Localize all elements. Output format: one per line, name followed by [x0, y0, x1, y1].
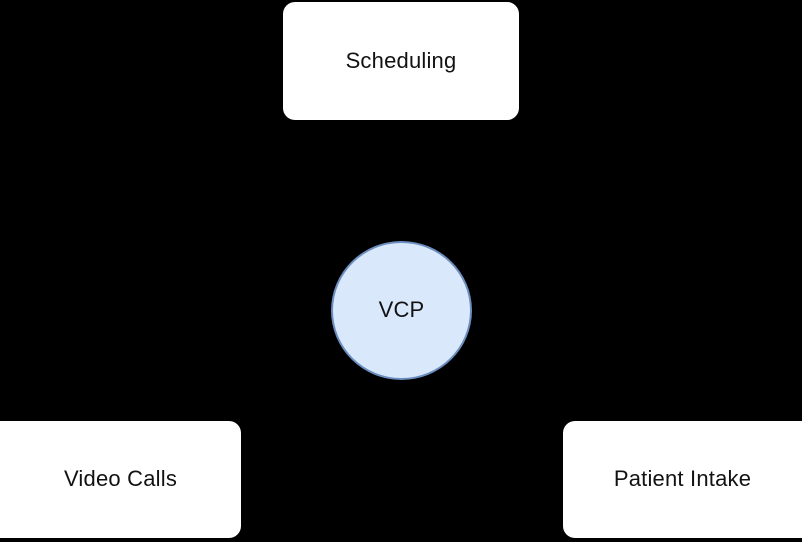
node-vcp-label: VCP — [378, 297, 425, 323]
node-scheduling[interactable]: Scheduling — [283, 2, 519, 120]
node-patient-intake[interactable]: Patient Intake — [563, 421, 802, 538]
node-vcp[interactable]: VCP — [331, 241, 472, 380]
node-video-calls-label: Video Calls — [63, 466, 178, 492]
node-patient-intake-label: Patient Intake — [613, 466, 752, 492]
node-scheduling-label: Scheduling — [345, 47, 457, 73]
node-video-calls[interactable]: Video Calls — [0, 421, 241, 538]
